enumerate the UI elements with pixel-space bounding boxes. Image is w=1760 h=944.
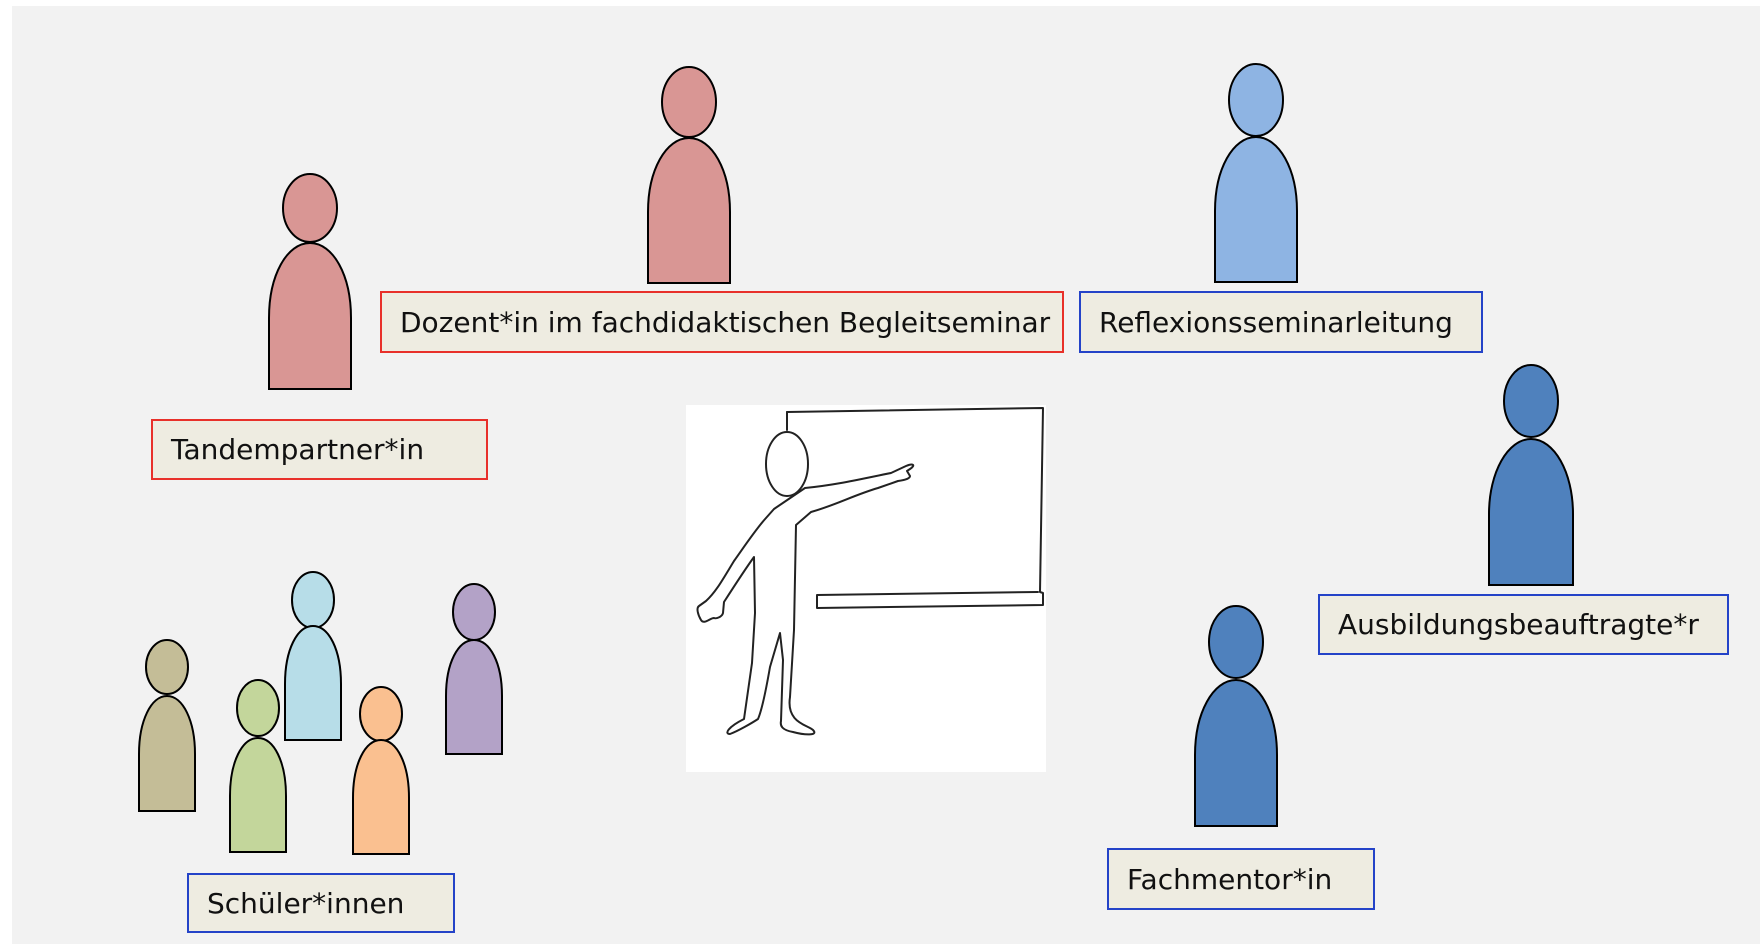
ausbildung-person-icon [1488,364,1574,586]
tandem-person-icon [268,173,352,390]
schueler-green-person-icon [229,679,287,853]
label-tandem: Tandempartner*in [151,419,488,480]
label-reflexion: Reflexionsseminarleitung [1079,291,1483,353]
schueler-khaki-person-icon [138,639,196,812]
teacher-illustration-panel [686,405,1046,772]
fachmentor-person-icon [1194,605,1278,827]
label-ausbildung: Ausbildungsbeauftragte*r [1318,594,1729,655]
label-fachmentor: Fachmentor*in [1107,848,1375,910]
dozent-person-icon [647,66,731,284]
reflexion-person-icon [1214,63,1298,283]
label-dozent: Dozent*in im fachdidaktischen Begleitsem… [380,291,1064,353]
teacher-pointing-at-board-icon [696,407,1044,736]
schueler-orange-person-icon [352,686,410,855]
schueler-cyan-person-icon [284,571,342,741]
schueler-purple-person-icon [445,583,503,755]
label-schueler: Schüler*innen [187,873,455,933]
